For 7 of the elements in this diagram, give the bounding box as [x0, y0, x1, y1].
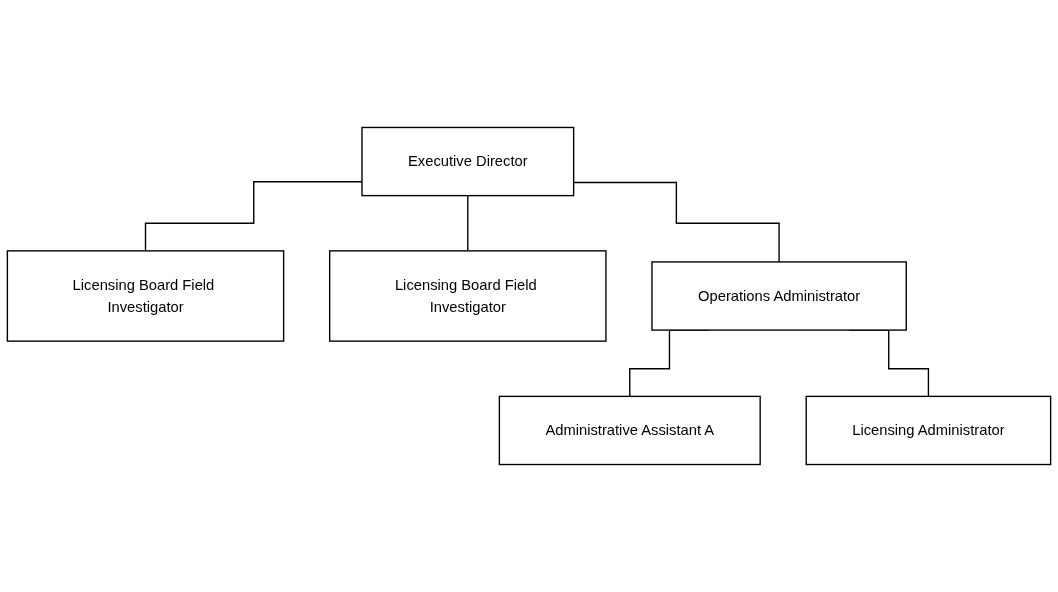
- node-box: Administrative Assistant A: [498, 395, 761, 466]
- node-box: Operations Administrator: [651, 261, 907, 331]
- node-box: Licensing Board Field Investigator: [329, 250, 607, 342]
- node-box: Licensing Board Field Investigator: [6, 250, 285, 342]
- connector: [467, 194, 469, 252]
- node-box: Licensing Administrator: [805, 395, 1052, 466]
- node-box: Executive Director: [361, 126, 575, 197]
